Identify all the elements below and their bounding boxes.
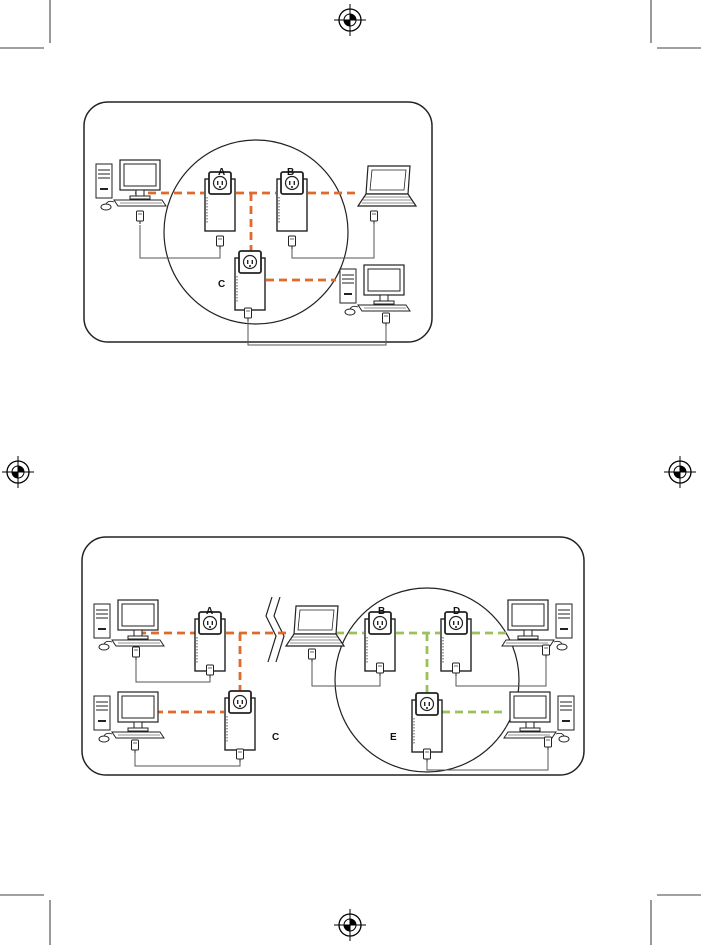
powerline-adapter-icon [412, 693, 442, 752]
registration-mark-icon [664, 456, 696, 488]
powerline-adapter-icon [441, 612, 471, 671]
network-diagram-bottom: A B D C E [82, 537, 584, 775]
registration-mark-icon [334, 909, 366, 941]
adapter-label-d: D [453, 606, 460, 617]
adapter-label-e: E [390, 732, 397, 743]
registration-mark-icon [334, 4, 366, 36]
adapter-label-c: C [218, 279, 225, 290]
adapter-label-b: B [378, 606, 385, 617]
adapter-label-c: C [272, 732, 279, 743]
powerline-adapter-icon [235, 251, 265, 310]
registration-mark-icon [2, 456, 34, 488]
powerline-adapter-icon [205, 172, 235, 231]
powerline-adapter-icon [277, 172, 307, 231]
powerline-adapter-icon [365, 612, 395, 671]
diagram-frame [82, 537, 584, 775]
powerline-adapter-icon [195, 612, 225, 671]
adapter-label-a: A [218, 167, 225, 178]
network-diagram-top: A B C [84, 102, 432, 345]
adapter-label-a: A [206, 606, 213, 617]
adapter-label-b: B [287, 167, 294, 178]
powerline-adapter-icon [225, 691, 255, 750]
